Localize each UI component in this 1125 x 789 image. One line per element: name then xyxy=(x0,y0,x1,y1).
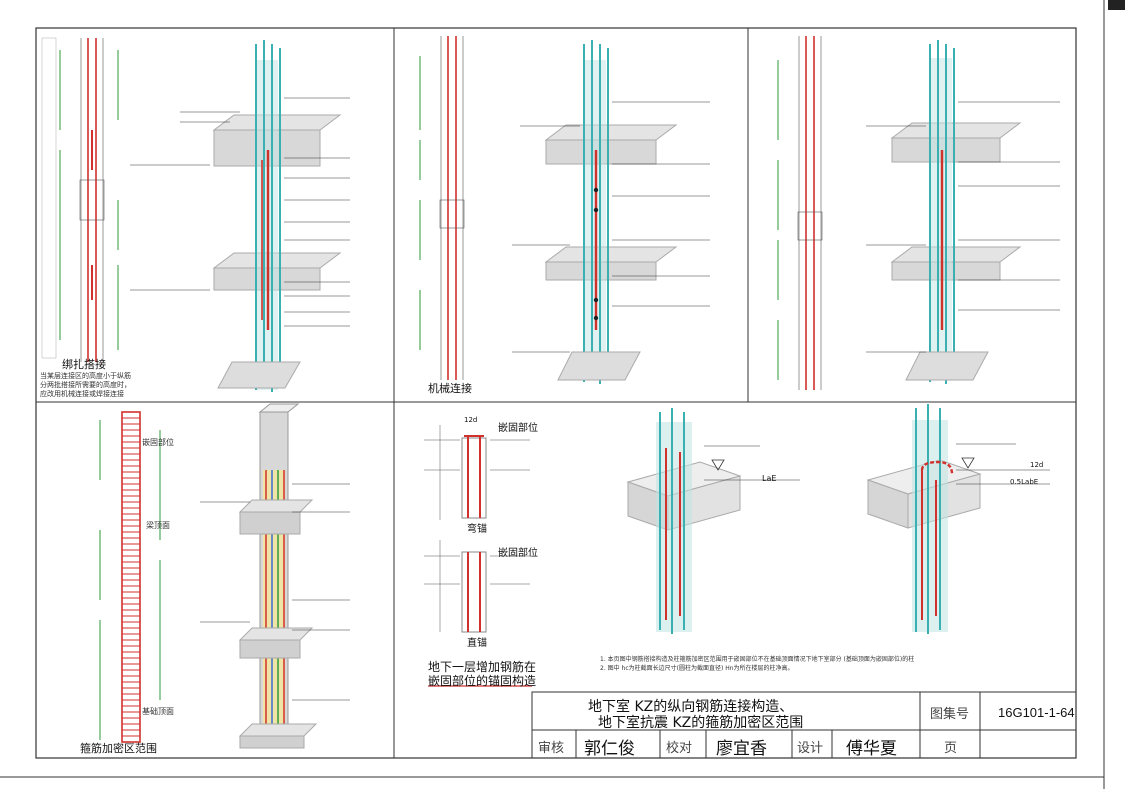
dim-12d: 12d xyxy=(464,416,478,424)
note-lap-splice: 当某层连接区的高度小于纵筋 分两批搭接所需要的高度时， 应改用机械连接或焊接连接 xyxy=(40,372,131,399)
label-embed-2: 嵌固部位 xyxy=(498,548,538,559)
label-05labe: 0.5LabE xyxy=(1010,478,1039,486)
caption-mechanical: 机械连接 xyxy=(428,382,472,395)
review-name: 郭仁俊 xyxy=(584,739,635,759)
check-label: 校对 xyxy=(666,741,693,756)
corner-mark xyxy=(1108,0,1125,10)
label-lae: LaE xyxy=(762,474,777,483)
design-label: 设计 xyxy=(797,741,824,756)
caption-stirrup-zone: 箍筋加密区范围 xyxy=(80,742,157,755)
panel-welding xyxy=(777,36,1060,390)
label-beam-face: 梁顶面 xyxy=(146,521,170,530)
panel-lap-splice xyxy=(41,37,350,392)
review-label: 审核 xyxy=(538,741,565,756)
panel-anchorage xyxy=(424,404,1050,687)
anchorage-footer: 地下一层增加钢筋在 嵌固部位的锚固构造 xyxy=(428,660,536,688)
panel-mechanical xyxy=(419,36,710,384)
label-embed-1: 嵌固部位 xyxy=(498,423,538,434)
anchorage-footer-line1: 地下一层增加钢筋在 xyxy=(428,660,537,674)
drawing-title-line1: 地下室 KZ的纵向钢筋连接构造、 xyxy=(588,699,794,715)
note-line: 分两批搭接所需要的高度时， xyxy=(40,381,131,389)
atlas-code: 16G101-1-64 xyxy=(998,705,1075,720)
note-line: 应改用机械连接或焊接连接 xyxy=(40,390,124,398)
title-block-frame xyxy=(531,691,1077,759)
note-line: 2. 图中 hc为柱截面长边尺寸(圆柱为截面直径) Hn为所在楼层的柱净高。 xyxy=(600,665,794,672)
drawing-title-line2: 地下室抗震 KZ的箍筋加密区范围 xyxy=(598,715,804,731)
label-beam-top: 嵌固部位 xyxy=(142,438,174,447)
label-12d-right: 12d xyxy=(1030,461,1044,469)
note-line: 1. 本页图中钢筋搭接构造及柱箍筋加密区范围用于嵌固部位不在基础顶面情况下地下室… xyxy=(600,656,915,663)
panel-stirrup-zone xyxy=(99,403,350,749)
note-line: 当某层连接区的高度小于纵筋 xyxy=(40,372,131,380)
check-name: 廖宜香 xyxy=(716,739,767,759)
label-foundation-top: 基础顶面 xyxy=(142,707,174,716)
anchorage-footer-line2: 嵌固部位的锚固构造 xyxy=(428,674,537,688)
caption-straight-anchor: 直锚 xyxy=(467,638,487,649)
design-name: 傅华夏 xyxy=(846,739,897,759)
general-notes: 1. 本页图中钢筋搭接构造及柱箍筋加密区范围用于嵌固部位不在基础顶面情况下地下室… xyxy=(600,655,1040,673)
page-label: 页 xyxy=(944,741,958,756)
caption-bent-anchor: 弯锚 xyxy=(467,524,487,535)
atlas-label: 图集号 xyxy=(930,707,970,722)
caption-lap-splice: 绑扎搭接 xyxy=(62,358,106,371)
